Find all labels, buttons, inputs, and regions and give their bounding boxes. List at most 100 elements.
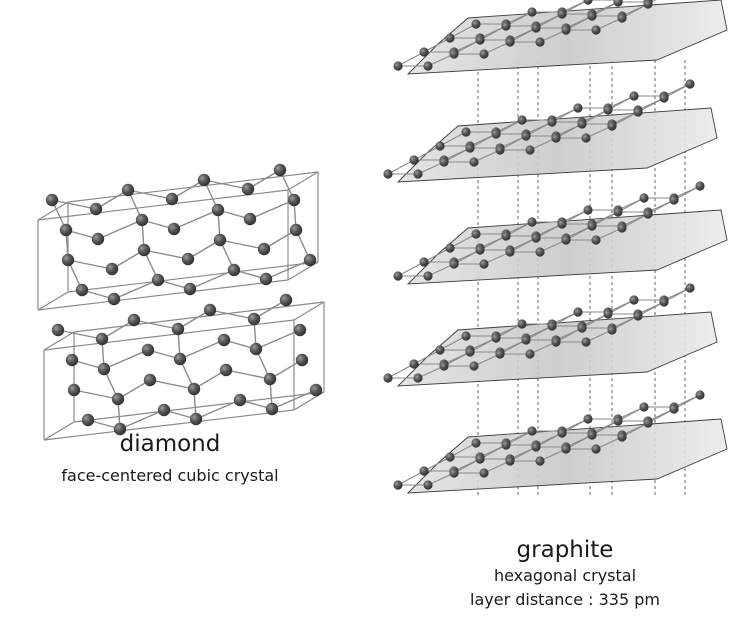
carbon-atom xyxy=(505,247,514,256)
carbon-atom xyxy=(142,344,154,356)
carbon-atom xyxy=(461,331,470,340)
carbon-atom xyxy=(521,335,530,344)
carbon-atom xyxy=(469,361,478,370)
carbon-atom xyxy=(423,480,432,489)
carbon-atom xyxy=(613,207,622,216)
carbon-atom xyxy=(52,324,64,336)
carbon-atom xyxy=(639,193,648,202)
graphite-layer xyxy=(393,0,727,74)
carbon-atom xyxy=(643,418,652,427)
graphite-layer xyxy=(383,283,717,386)
carbon-atom xyxy=(445,243,454,252)
carbon-atom xyxy=(547,117,556,126)
carbon-atom xyxy=(76,284,88,296)
carbon-atom xyxy=(68,384,80,396)
carbon-atom xyxy=(288,194,300,206)
bond xyxy=(98,220,142,239)
carbon-atom xyxy=(521,131,530,140)
carbon-atom xyxy=(182,253,194,265)
carbon-atom xyxy=(573,103,582,112)
carbon-atom xyxy=(60,224,72,236)
carbon-atom xyxy=(435,345,444,354)
carbon-atom xyxy=(188,383,200,395)
carbon-atom xyxy=(218,334,230,346)
carbon-atom xyxy=(629,295,638,304)
carbon-atom xyxy=(152,274,164,286)
carbon-atom xyxy=(581,133,590,142)
carbon-atom xyxy=(471,438,480,447)
carbon-atom xyxy=(587,430,596,439)
carbon-atom xyxy=(214,234,226,246)
carbon-atom xyxy=(266,403,278,415)
carbon-atom xyxy=(212,204,224,216)
carbon-atom xyxy=(557,9,566,18)
carbon-atom xyxy=(491,129,500,138)
diamond-cell-block xyxy=(38,164,318,310)
carbon-atom xyxy=(383,169,392,178)
carbon-atom xyxy=(557,428,566,437)
carbon-atom xyxy=(198,174,210,186)
carbon-atom xyxy=(46,194,58,206)
carbon-atom xyxy=(501,21,510,30)
carbon-atom xyxy=(639,402,648,411)
carbon-atom xyxy=(423,271,432,280)
carbon-atom xyxy=(393,61,402,70)
bond xyxy=(74,390,118,399)
carbon-atom xyxy=(98,363,110,375)
carbon-atom xyxy=(557,219,566,228)
carbon-atom xyxy=(260,273,272,285)
carbon-atom xyxy=(242,183,254,195)
carbon-atom xyxy=(82,414,94,426)
carbon-atom xyxy=(393,271,402,280)
carbon-atom xyxy=(190,413,202,425)
carbon-atom xyxy=(561,444,570,453)
carbon-atom xyxy=(577,119,586,128)
carbon-atom xyxy=(547,321,556,330)
carbon-atom xyxy=(659,93,668,102)
carbon-atom xyxy=(475,245,484,254)
graphite-title: graphite xyxy=(430,539,700,562)
graphite-layer xyxy=(393,390,727,493)
diamond-cell-block xyxy=(44,294,324,440)
carbon-atom xyxy=(108,293,120,305)
carbon-atom xyxy=(469,157,478,166)
carbon-atom xyxy=(166,193,178,205)
carbon-atom xyxy=(603,309,612,318)
carbon-atom xyxy=(591,444,600,453)
carbon-atom xyxy=(535,37,544,46)
carbon-atom xyxy=(479,468,488,477)
carbon-atom xyxy=(629,91,638,100)
bond xyxy=(38,280,288,310)
carbon-atom xyxy=(471,19,480,28)
bond xyxy=(190,270,234,289)
carbon-atom xyxy=(174,353,186,365)
carbon-atom xyxy=(581,337,590,346)
carbon-atom xyxy=(617,13,626,22)
carbon-atom xyxy=(106,263,118,275)
carbon-atom xyxy=(587,11,596,20)
carbon-atom xyxy=(465,347,474,356)
carbon-atom xyxy=(419,257,428,266)
carbon-atom xyxy=(561,235,570,244)
carbon-atom xyxy=(204,304,216,316)
carbon-atom xyxy=(501,440,510,449)
bond xyxy=(68,260,112,269)
graphite-layer-distance: layer distance : 335 pm xyxy=(430,590,700,610)
carbon-atom xyxy=(531,23,540,32)
diamond-title: diamond xyxy=(20,433,320,456)
bond xyxy=(180,340,224,359)
carbon-atom xyxy=(220,364,232,376)
carbon-atom xyxy=(591,25,600,34)
carbon-atom xyxy=(613,0,622,7)
carbon-atom xyxy=(535,247,544,256)
carbon-atom xyxy=(669,195,678,204)
carbon-atom xyxy=(685,79,694,88)
carbon-atom xyxy=(643,209,652,218)
carbon-atom xyxy=(577,323,586,332)
graphite-layer xyxy=(393,181,727,284)
carbon-atom xyxy=(423,61,432,70)
carbon-atom xyxy=(669,404,678,413)
carbon-atom xyxy=(439,157,448,166)
carbon-atom xyxy=(172,323,184,335)
graphite-lattice xyxy=(383,0,727,495)
